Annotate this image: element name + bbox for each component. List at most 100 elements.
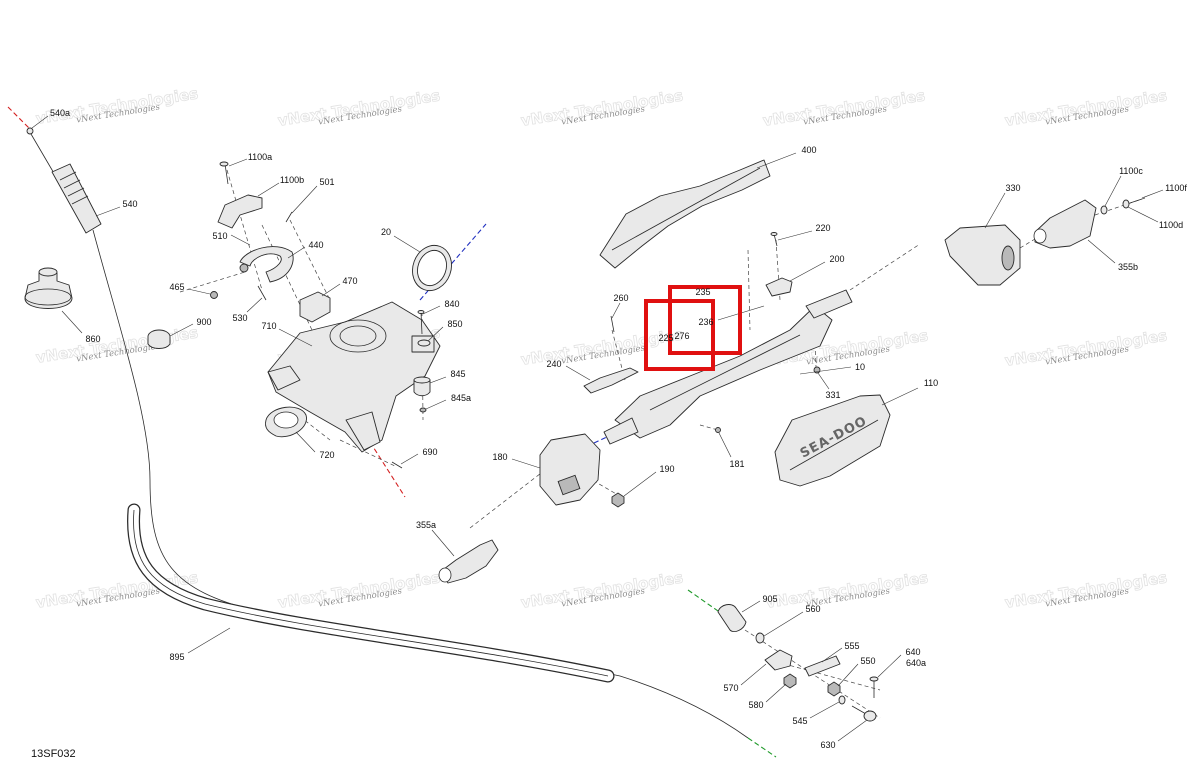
- callout-690: 690: [422, 447, 437, 457]
- ring-inner: [417, 249, 447, 287]
- part-200-clip: [765, 277, 793, 297]
- assembly-line: [289, 219, 331, 301]
- fitting-thread: [67, 187, 85, 197]
- leader-line: [295, 431, 316, 453]
- callout-10: 10: [855, 362, 865, 372]
- grommet-body: [413, 379, 431, 397]
- leader-line: [187, 288, 211, 295]
- assembly-line: [1019, 235, 1041, 249]
- part-900-clip: [147, 329, 171, 349]
- callout-510: 510: [212, 231, 227, 241]
- part-110-lower-cover: SEA-DOO: [774, 394, 891, 487]
- part-845a-sleeve: [419, 407, 427, 413]
- callout-225: 225: [658, 333, 673, 343]
- callout-200: 200: [829, 254, 844, 264]
- callout-330: 330: [1005, 183, 1020, 193]
- part-330-switch-housing: [944, 224, 1021, 286]
- leader-line: [740, 663, 767, 686]
- leader-line: [246, 297, 263, 313]
- red-axis-line: [7, 106, 33, 132]
- callout-1100c: 1100c: [1119, 166, 1143, 176]
- assembly-line: [339, 439, 396, 467]
- callout-580: 580: [748, 700, 763, 710]
- washer-body: [417, 339, 431, 347]
- callout-640: 640: [905, 647, 920, 657]
- cover-edge: [611, 167, 761, 251]
- red-axis-line: [369, 441, 406, 498]
- callout-1100a: 1100a: [248, 152, 272, 162]
- assembly-line: [261, 224, 313, 331]
- knob-rim: [24, 288, 72, 306]
- leader-line: [425, 399, 447, 410]
- callout-710: 710: [261, 321, 276, 331]
- leader-line: [291, 185, 318, 214]
- cable-fitting: [51, 163, 102, 234]
- leader-line: [400, 453, 419, 465]
- washer-body: [1122, 199, 1130, 209]
- leader-line: [741, 600, 761, 613]
- bolt-shank: [420, 311, 423, 335]
- housing-bore: [329, 319, 387, 353]
- washer-body: [1100, 205, 1108, 215]
- housing-body: [944, 224, 1021, 286]
- leader-line: [187, 627, 231, 654]
- leader-line: [61, 310, 83, 334]
- ring-boss: [239, 263, 249, 273]
- bolt-head: [417, 310, 425, 314]
- part-545-washer: [838, 695, 846, 705]
- callout-720: 720: [319, 450, 334, 460]
- cover-edge: [789, 419, 879, 471]
- leader-line: [321, 283, 341, 297]
- leader-line: [95, 206, 121, 217]
- bracket-body: [217, 194, 263, 229]
- callout-560: 560: [805, 604, 820, 614]
- green-axis-line: [747, 737, 777, 758]
- housing-tab: [267, 365, 301, 391]
- part-465-screw: [210, 291, 218, 299]
- callout-220: 220: [815, 223, 830, 233]
- part-570-fitting: [764, 649, 793, 671]
- callout-905: 905: [762, 594, 777, 604]
- leader-line: [877, 654, 902, 678]
- callout-236: 236: [698, 317, 713, 327]
- callout-840: 840: [444, 299, 459, 309]
- leader-line: [393, 235, 421, 253]
- nut-body: [827, 681, 841, 697]
- callout-845a: 845a: [451, 393, 471, 403]
- bracket-body: [299, 291, 331, 323]
- assembly-line: [469, 469, 546, 529]
- housing-body: [267, 301, 441, 453]
- watermark-outline: vNext Technologies: [765, 568, 930, 611]
- fitting-thread: [59, 171, 77, 181]
- leader-line: [837, 719, 868, 742]
- grip-end: [438, 567, 452, 583]
- watermark-outline: vNext Technologies: [277, 86, 442, 129]
- callout-1100b: 1100b: [280, 175, 304, 185]
- screw-shank: [285, 211, 293, 223]
- barrel-body: [804, 655, 841, 677]
- part-400-upper-cover: [599, 159, 771, 269]
- callout-240: 240: [546, 359, 561, 369]
- part-181-screw: [715, 427, 721, 433]
- callout-860: 860: [85, 334, 100, 344]
- boot-body: [717, 604, 747, 633]
- screw-head: [770, 232, 778, 236]
- assembly-line: [769, 659, 881, 691]
- callout-550: 550: [860, 656, 875, 666]
- leader-line: [31, 115, 49, 129]
- callout-190: 190: [659, 464, 674, 474]
- callout-850: 850: [447, 319, 462, 329]
- part-555-barrel: [804, 655, 841, 677]
- leader-line: [821, 647, 843, 663]
- leader-line: [777, 230, 813, 241]
- leader-line: [1141, 189, 1164, 199]
- watermark-outline: vNext Technologies: [1004, 326, 1169, 369]
- callout-540: 540: [122, 199, 137, 209]
- cable-sheath: [92, 229, 749, 739]
- fitting-thread: [71, 195, 89, 205]
